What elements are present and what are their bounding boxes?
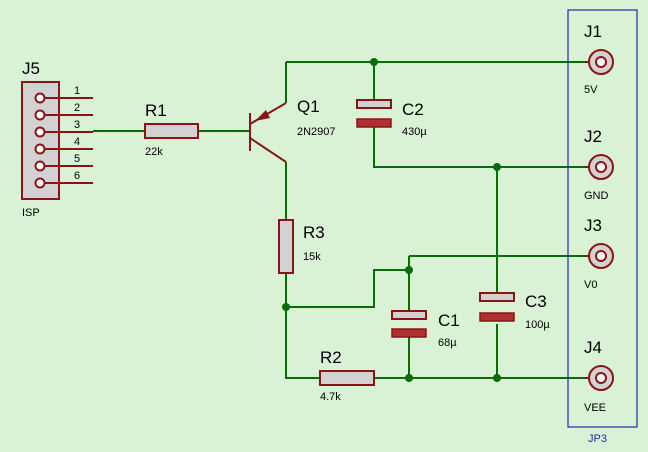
r2-value: 4.7k: [320, 391, 341, 403]
j5-pin-4: 4: [74, 136, 80, 148]
jp3-connector-group: JP3: [567, 9, 638, 445]
j1-hole: [595, 56, 607, 68]
junction-dot: [405, 266, 413, 274]
r1-body: [144, 123, 199, 139]
j5-pin-5: 5: [74, 153, 80, 165]
c2-plate-top: [356, 99, 392, 109]
j1-value: 5V: [584, 84, 598, 96]
j3-value: V0: [584, 279, 597, 291]
c1-plate-top: [391, 310, 427, 320]
c1-value: 68µ: [438, 337, 457, 349]
c1-plate-bottom: [391, 328, 427, 338]
wire-r3-v0: [286, 269, 409, 308]
c3-capacitor[interactable]: C3 100µ: [479, 292, 550, 331]
r1-ref: R1: [145, 101, 167, 120]
r3-body: [278, 219, 294, 274]
j4-terminal[interactable]: J4 VEE: [584, 338, 614, 414]
r1-value: 22k: [145, 146, 163, 158]
c2-capacitor[interactable]: C2 430µ: [356, 99, 427, 138]
j5-pins: [34, 92, 93, 189]
c1-capacitor[interactable]: C1 68µ: [391, 310, 460, 349]
r1-resistor[interactable]: R1 22k: [144, 101, 199, 158]
j2-hole: [595, 161, 607, 173]
r3-value: 15k: [303, 251, 321, 263]
c3-value: 100µ: [525, 319, 550, 331]
q1-transistor[interactable]: Q1 2N2907: [249, 97, 336, 163]
j4-ref: J4: [584, 338, 602, 357]
j2-terminal[interactable]: J2 GND: [584, 127, 614, 202]
c3-plate-top: [479, 292, 515, 302]
wire-r3-r2: [285, 272, 320, 379]
c1-ref: C1: [438, 311, 460, 330]
r2-ref: R2: [320, 348, 342, 367]
j5-pin-1: 1: [74, 85, 80, 97]
junction-dot: [493, 163, 501, 171]
j1-ref: J1: [584, 22, 602, 41]
q1-collector-lead: [249, 137, 287, 163]
j5-ref: J5: [22, 59, 40, 78]
j5-pin-2: 2: [74, 102, 80, 114]
j5-label: ISP: [22, 207, 40, 219]
j5-header[interactable]: J5 1 2 3 4 5 6 ISP: [21, 59, 93, 219]
c2-plate-bottom: [356, 118, 392, 128]
c2-ref: C2: [402, 100, 424, 119]
c3-plate-bottom: [479, 312, 515, 322]
j4-value: VEE: [584, 402, 606, 414]
r3-ref: R3: [303, 223, 325, 242]
r3-resistor[interactable]: R3 15k: [278, 219, 325, 274]
j4-hole: [595, 372, 607, 384]
j1-terminal[interactable]: J1 5V: [584, 22, 614, 96]
junction-dot: [405, 374, 413, 382]
junction-dot: [493, 374, 501, 382]
c2-value: 430µ: [402, 126, 427, 138]
j3-hole: [595, 250, 607, 262]
q1-value: 2N2907: [297, 126, 336, 138]
j5-pin-3: 3: [74, 119, 80, 131]
r2-body: [319, 370, 375, 386]
c3-ref: C3: [525, 292, 547, 311]
j3-ref: J3: [584, 216, 602, 235]
junction-dot: [282, 303, 290, 311]
junction-dot: [370, 58, 378, 66]
jp3-label: JP3: [588, 433, 607, 445]
q1-ref: Q1: [297, 97, 320, 116]
jp3-outline: [567, 9, 638, 428]
j2-ref: J2: [584, 127, 602, 146]
j2-value: GND: [584, 190, 609, 202]
q1-emitter-arrow: [255, 110, 270, 121]
j5-pin-6: 6: [74, 170, 80, 182]
r2-resistor[interactable]: R2 4.7k: [319, 348, 375, 403]
wire-gnd-rail: [373, 126, 585, 168]
junctions: [282, 58, 501, 382]
j3-terminal[interactable]: J3 V0: [584, 216, 614, 291]
wires: [93, 61, 585, 379]
